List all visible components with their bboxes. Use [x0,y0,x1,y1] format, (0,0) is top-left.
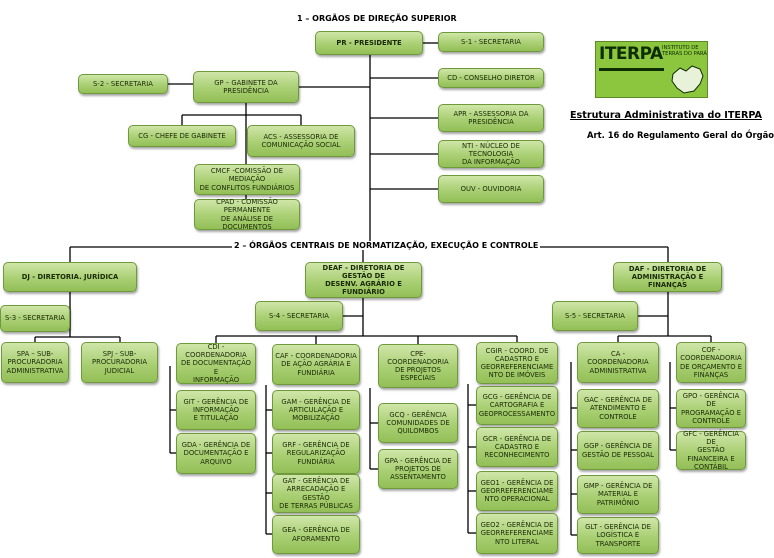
chart-subtitle: Art. 16 do Regulamento Geral do Órgão [587,130,774,140]
node-cof[interactable]: COF -COORDENADORIA DE ORÇAMENTO E FINANÇ… [676,342,746,383]
node-gpo[interactable]: GPO - GERÊNCIA DE PROGRAMAÇÃO E CONTROLE [676,389,746,428]
node-gat[interactable]: GAT - GERÊNCIA DE ARRECADAÇÃO E GESTÃO D… [272,474,360,513]
node-gda[interactable]: GDA - GERÊNCIA DE DOCUMENTAÇÃO E ARQUIVO [176,433,256,474]
logo-subtitle: INSTITUTO DE TERRAS DO PARÁ [662,45,707,57]
node-nti[interactable]: NTI - NÚCLEO DE TECNOLOGIA DA INFORMAÇÃO [438,140,544,168]
logo-name: ITERPA [599,44,663,64]
para-map-icon [671,65,704,94]
node-geo1[interactable]: GEO1 - GERÊNCIA DE GEORREFERENCIAME NTO … [476,471,558,511]
node-deaf[interactable]: DEAF - DIRETORIA DE GESTÃO DE DESENV. AG… [305,262,422,298]
node-ouv[interactable]: OUV - OUVIDORIA [438,175,544,203]
node-gac[interactable]: GAC - GERÊNCIA DE ATENDIMENTO E CONTROLE [577,389,659,428]
node-dj[interactable]: DJ - DIRETORIA. JURÍDICA [3,262,137,292]
node-ca[interactable]: CA - COORDENADORIA ADMINISTRATIVA [577,342,659,383]
node-acs[interactable]: ACS - ASSESSORIA DE COMUNICAÇÃO SOCIAL [247,125,355,157]
node-cg[interactable]: CG - CHEFE DE GABINETE [128,125,236,147]
node-cdi[interactable]: CDI - COORDENADORIA DE DOCUMENTAÇÃO E IN… [176,343,256,384]
node-git[interactable]: GIT - GERÊNCIA DE INFORMAÇÃO E TITULAÇÃO [176,390,256,430]
logo-bar [599,68,664,71]
node-gcr[interactable]: GCR - GERÊNCIA DE CADASTRO E RECONHECIME… [476,427,558,467]
node-cgir[interactable]: CGIR - COORD. DE CADASTRO E GEORREFERENC… [476,342,558,384]
node-spa[interactable]: SPA – SUB- PROCURADORIA ADMINISTRATIVA [1,342,69,383]
node-grf[interactable]: GRF - GERÊNCIA DE REGULARIZAÇÃO FUNDIÁRI… [272,433,360,474]
node-gam[interactable]: GAM - GERÊNCIA DE ARTICULAÇÃO E MOBILIZA… [272,390,360,430]
node-cmcf[interactable]: CMCF -COMISSÃO DE MEDIAÇÃO DE CONFLITOS … [194,164,300,195]
node-s3[interactable]: S-3 - SECRETARIA [0,305,70,332]
node-gp[interactable]: GP – GABINETE DA PRESIDÊNCIA [193,71,299,103]
section-2-heading: 2 – ÓRGÃOS CENTRAIS DE NORMATIZAÇÃO, EXE… [232,241,541,250]
node-spj[interactable]: SPJ - SUB- PROCURADORIA JUDICIAL [81,342,158,383]
node-s1[interactable]: S-1 - SECRETARIA [438,32,544,52]
node-pr[interactable]: PR - PRESIDENTE [315,31,423,55]
section-1-heading: 1 – ORGÃOS DE DIREÇÃO SUPERIOR [297,14,457,23]
node-gfc[interactable]: GFC - GERÊNCIA DE GESTÃO FINANCEIRA E CO… [676,430,746,471]
node-gpa[interactable]: GPA - GERÊNCIA DE PROJETOS DE ASSENTAMEN… [378,449,458,489]
node-cd[interactable]: CD - CONSELHO DIRETOR [438,68,544,88]
chart-title: Estrutura Administrativa do ITERPA [570,110,762,121]
node-ggp[interactable]: GGP - GERÊNCIA DE GESTÃO DE PESSOAL [577,431,659,470]
node-gea[interactable]: GEA - GERÊNCIA DE AFORAMENTO [272,515,360,554]
node-glt[interactable]: GLT - GERÊNCIA DE LOGÍSTICA E TRANSPORTE [577,517,659,554]
node-daf[interactable]: DAF - DIRETORIA DE ADMINISTRAÇÃO E FINAN… [613,262,722,292]
iterpa-logo: ITERPA INSTITUTO DE TERRAS DO PARÁ [595,41,708,98]
node-s5[interactable]: S-5 - SECRETARIA [552,301,638,331]
node-s4[interactable]: S-4 - SECRETARIA [255,301,343,331]
node-gmp[interactable]: GMP - GERÊNCIA DE MATERIAL E PATRIMÔNIO [577,475,659,514]
node-gcg[interactable]: GCG - GERÊNCIA DE CARTOGRAFIA E GEOPROCE… [476,386,558,425]
node-cpad[interactable]: CPAD - COMISSÃO PERMANENTE DE ANÁLISE DE… [194,198,300,231]
node-cpe[interactable]: CPE-COORDENADORIA DE PROJETOS ESPECIAIS [378,344,458,388]
node-gcq[interactable]: GCQ - GERÊNCIA COMUNIDADES DE QUILOMBOS [378,403,458,443]
node-s2[interactable]: S-2 - SECRETARIA [78,74,168,94]
node-apr[interactable]: APR - ASSESSORIA DA PRESIDÊNCIA [438,104,544,132]
node-geo2[interactable]: GEO2 - GERÊNCIA DE GEORREFERENCIAME NTO … [476,513,558,554]
node-caf[interactable]: CAF - COORDENADORIA DE AÇÃO AGRÁRIA E FU… [272,344,360,385]
